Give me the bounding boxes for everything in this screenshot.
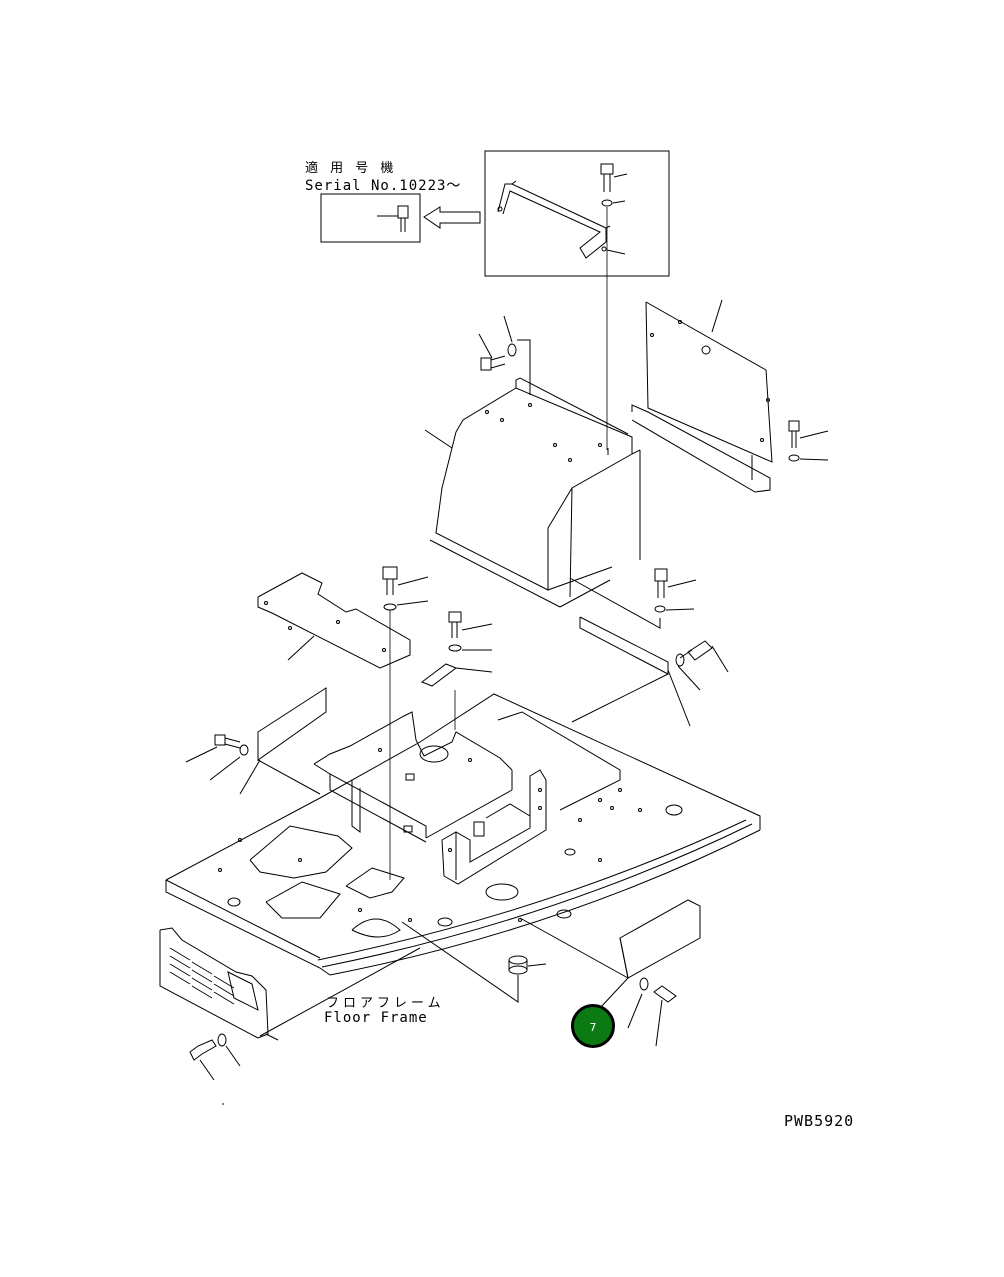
rubber-plug <box>402 922 546 1002</box>
detail-bolt-icon <box>601 164 627 192</box>
serial-number-range: Serial No.10223～ <box>305 178 462 194</box>
serial-variant-box <box>321 194 420 242</box>
detail-washer-icon <box>602 200 625 206</box>
applicable-serial-jp: 適 用 号 機 <box>305 161 398 176</box>
seat-bracket-stand <box>442 770 546 884</box>
variant-bolt-icon <box>377 206 408 232</box>
right-side-panel <box>632 300 772 492</box>
oval-plate <box>422 664 492 730</box>
floor-frame <box>166 694 760 975</box>
part-callout-7-button[interactable]: 7 <box>571 1004 615 1048</box>
bracket-detail <box>498 181 610 258</box>
left-cover-plate <box>258 573 410 668</box>
center-bolt-b-icon <box>449 612 492 651</box>
bottom-right-bolt-icon <box>628 978 676 1046</box>
part-callout-number: 7 <box>589 1021 597 1034</box>
right-bolt-b-icon <box>676 641 728 690</box>
drawing-code: PWB5920 <box>784 1112 855 1130</box>
floor-frame-jp-label: フロアフレーム <box>326 996 445 1011</box>
hood-bolt-icon <box>479 316 530 395</box>
floor-frame-label: Floor Frame <box>324 1010 428 1026</box>
bottom-left-bolt-icon <box>190 1034 240 1104</box>
left-access-plate <box>240 688 326 794</box>
center-bolt-a-icon <box>383 567 428 880</box>
center-console-box <box>314 712 512 842</box>
bottom-right-cover <box>520 900 700 1008</box>
hood-cover <box>425 378 640 607</box>
left-bolt-icon <box>186 735 248 780</box>
arrow-left-icon <box>424 207 480 228</box>
left-grille-cover <box>160 928 278 1040</box>
panel-bolt-icon <box>789 421 828 461</box>
right-bolt-a-icon <box>570 569 696 628</box>
right-cover-plate <box>572 617 690 726</box>
detail-box <box>485 151 669 276</box>
